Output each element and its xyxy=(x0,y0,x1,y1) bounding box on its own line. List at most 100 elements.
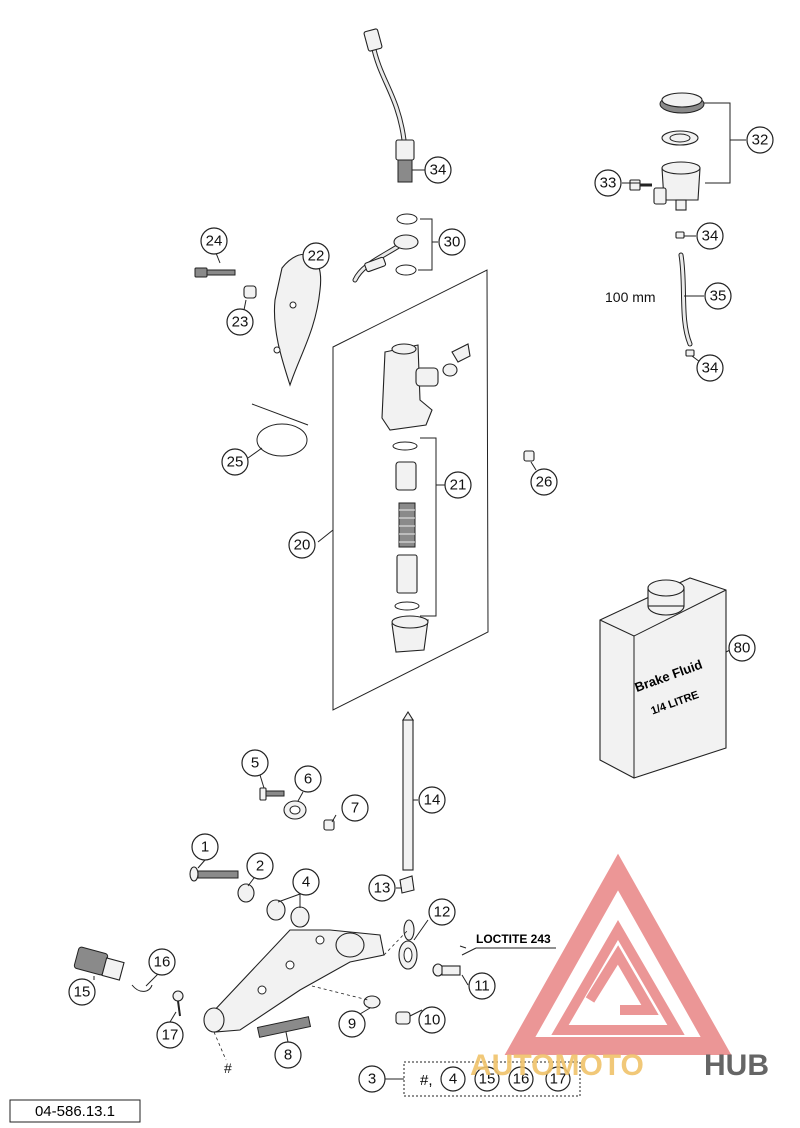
callout-label-4: 4 xyxy=(302,874,310,891)
reservoir-assembly xyxy=(629,92,705,357)
callout-30: 30 xyxy=(438,228,466,256)
nut-23 xyxy=(243,285,257,299)
callout-label-26: 26 xyxy=(536,474,553,491)
bracket-21 xyxy=(420,437,437,617)
kit-item-label-4: 4 xyxy=(449,1071,457,1088)
callout-26: 26 xyxy=(530,468,558,496)
bearings-4 xyxy=(266,899,310,928)
callout-label-34-upper: 34 xyxy=(702,228,719,245)
diagram-code: 04-586.13.1 xyxy=(35,1103,115,1120)
callout-31: 34 xyxy=(424,156,452,184)
callout-label-7: 7 xyxy=(351,800,359,817)
kit-item-label-15: 15 xyxy=(479,1071,496,1088)
brake-pedal xyxy=(203,929,385,1033)
callout-4: 4 xyxy=(292,868,320,896)
callout-12: 12 xyxy=(428,898,456,926)
callout-label-1: 1 xyxy=(201,839,209,856)
kit-item-16: 16 xyxy=(508,1066,534,1092)
kit-item-label-17: 17 xyxy=(550,1071,567,1088)
callout-label-22: 22 xyxy=(308,248,325,265)
callout-label-35: 35 xyxy=(710,288,727,305)
callout-21: 21 xyxy=(444,471,472,499)
callout-20: 20 xyxy=(288,531,316,559)
callout-label-17: 17 xyxy=(162,1027,179,1044)
callout-10: 10 xyxy=(418,1006,446,1034)
watermark-text: AUTOMOTO HUB xyxy=(470,1049,769,1082)
banjo-bolt-washers xyxy=(352,213,419,283)
loctite-note: LOCTITE 243 xyxy=(461,932,556,956)
callout-label-30: 30 xyxy=(444,234,461,251)
callout-8: 8 xyxy=(274,1041,302,1069)
callout-label-13: 13 xyxy=(374,880,391,897)
callout-15: 15 xyxy=(68,978,96,1006)
callout-25: 25 xyxy=(221,448,249,476)
callout-14: 14 xyxy=(418,786,446,814)
callout-label-20: 20 xyxy=(294,537,311,554)
callout-6: 6 xyxy=(294,765,322,793)
kit-hash-label: #, xyxy=(420,1072,433,1089)
nut-7 xyxy=(323,819,335,831)
callout-label-33: 33 xyxy=(600,175,617,192)
kit-note: 3 #, 4 15 16 17 xyxy=(358,1061,581,1097)
bushing-6 xyxy=(283,800,307,820)
brake-light-switch xyxy=(363,28,415,183)
callout-80: 80 xyxy=(728,634,756,662)
callout-23: 23 xyxy=(226,308,254,336)
callout-3: 3 xyxy=(358,1065,386,1093)
pin-17 xyxy=(172,990,184,1017)
callout-16: 16 xyxy=(148,948,176,976)
spring-8 xyxy=(256,1016,312,1038)
callout-17: 17 xyxy=(156,1021,184,1049)
callout-35: 35 xyxy=(704,282,732,310)
master-cylinder-body xyxy=(381,343,471,431)
loctite-label: LOCTITE 243 xyxy=(476,932,551,946)
callout-label-25: 25 xyxy=(227,454,244,471)
callout-2: 2 xyxy=(246,852,274,880)
callout-label-14: 14 xyxy=(424,792,441,809)
callout-24: 24 xyxy=(200,227,228,255)
callout-label-12: 12 xyxy=(434,904,451,921)
callout-5: 5 xyxy=(241,749,269,777)
clip-26 xyxy=(523,450,535,462)
bolt-11 xyxy=(432,963,461,977)
bolt-1 xyxy=(189,866,239,882)
kit-item-15: 15 xyxy=(474,1066,500,1092)
brake-fluid-bottle: Brake Fluid 1/4 LITRE xyxy=(599,577,727,779)
diagram-code-box: 04-586.13.1 xyxy=(9,1099,141,1123)
callout-9: 9 xyxy=(338,1010,366,1038)
screw-24 xyxy=(194,267,236,278)
callout-label-34-lower: 34 xyxy=(702,360,719,377)
watermark-text-left: AUTOMOTO xyxy=(470,1049,644,1082)
callout-label-2: 2 xyxy=(256,858,264,875)
master-cylinder-group-frame xyxy=(332,269,489,711)
watermark-text-right: HUB xyxy=(704,1049,769,1082)
callout-label-31: 34 xyxy=(430,162,447,179)
callout-label-15: 15 xyxy=(74,984,91,1001)
callout-13: 13 xyxy=(368,874,396,902)
callout-label-32: 32 xyxy=(752,132,769,149)
clip-16 xyxy=(131,984,153,992)
callout-label-5: 5 xyxy=(251,755,259,772)
callout-32: 32 xyxy=(746,126,774,154)
cable-tie xyxy=(251,403,309,457)
bracket-32 xyxy=(704,102,731,184)
leader-lines xyxy=(93,169,731,1043)
callout-label-23: 23 xyxy=(232,314,249,331)
callout-22: 22 xyxy=(302,242,330,270)
callout-label-9: 9 xyxy=(348,1016,356,1033)
callout-label-8: 8 xyxy=(284,1047,292,1064)
heel-guard xyxy=(273,253,322,387)
callout-1: 1 xyxy=(191,833,219,861)
callout-label-3: 3 xyxy=(368,1071,376,1088)
washer-9-nut-10 xyxy=(363,995,411,1025)
callout-label-11: 11 xyxy=(474,978,490,995)
callout-label-80: 80 xyxy=(734,640,751,657)
callout-7: 7 xyxy=(341,794,369,822)
callout-label-6: 6 xyxy=(304,771,312,788)
callout-label-16: 16 xyxy=(154,954,171,971)
callout-label-10: 10 xyxy=(424,1012,441,1029)
bolt-5 xyxy=(259,787,285,801)
hash-mark: # xyxy=(224,1060,232,1076)
